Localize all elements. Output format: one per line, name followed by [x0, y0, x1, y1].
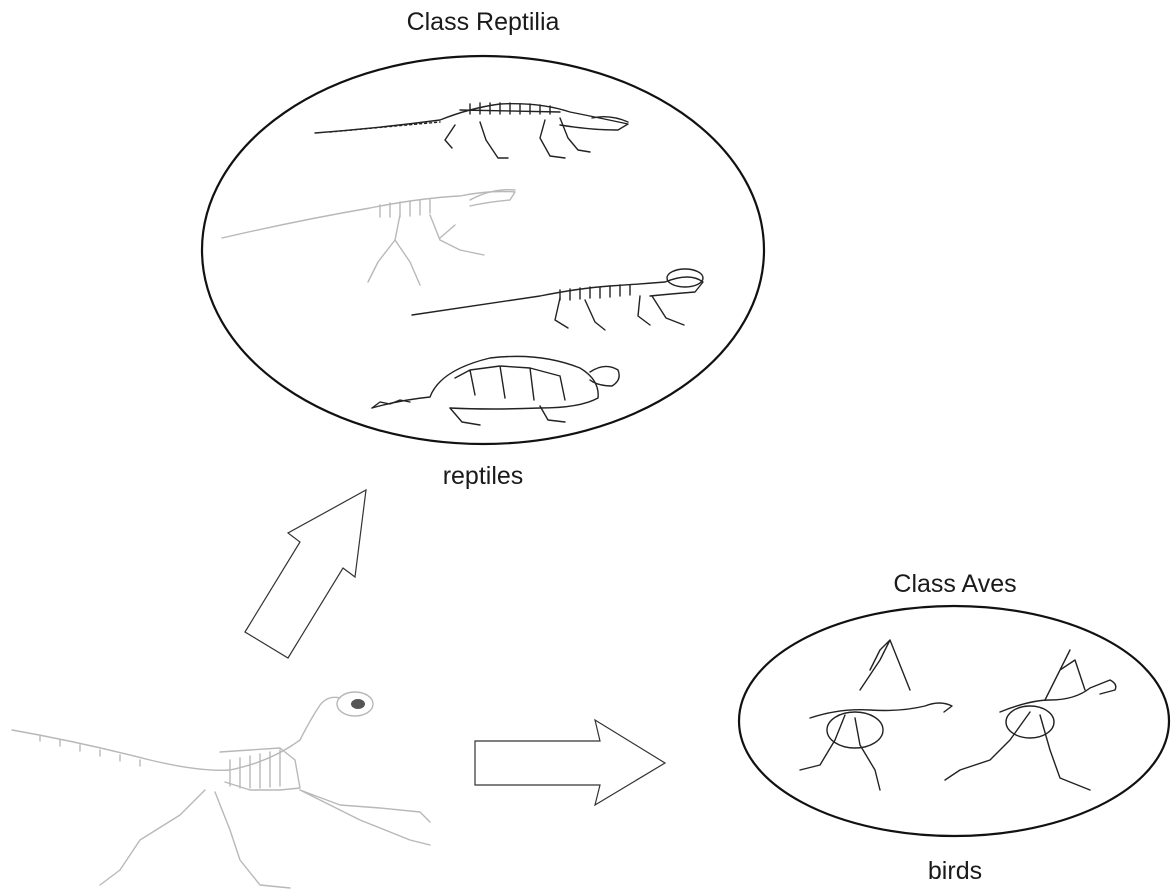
- reptilia-group: [202, 56, 764, 444]
- arrow-to-birds-icon: [475, 720, 665, 805]
- dinosaur-skeleton-icon: [222, 190, 515, 285]
- lizard-skeleton-icon: [412, 269, 703, 330]
- reptilia-ellipse: [202, 56, 764, 444]
- bird-skeleton-icon: [945, 650, 1116, 790]
- aves-group: [739, 606, 1169, 836]
- bird-skeleton-icon: [800, 640, 952, 790]
- arrow-to-reptiles-icon: [245, 490, 366, 658]
- turtle-skeleton-icon: [372, 356, 619, 425]
- aves-ellipse: [739, 606, 1169, 836]
- crocodile-skeleton-icon: [315, 103, 628, 158]
- archaeopteryx-skeleton-icon: [12, 692, 430, 888]
